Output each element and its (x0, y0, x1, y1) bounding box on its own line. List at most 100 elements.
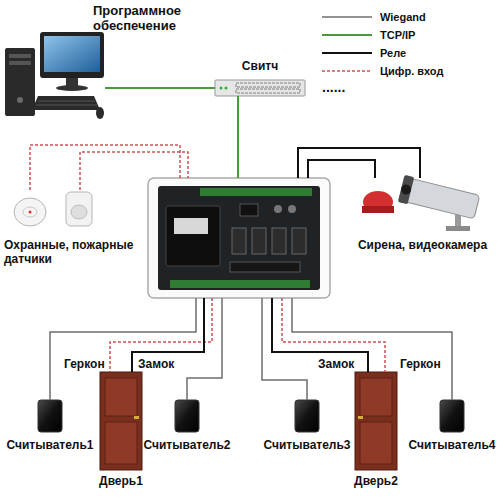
door-node: Дверь1 (100, 372, 142, 470)
node-label: Сирена, видеокамера (350, 238, 495, 252)
relay-wire (298, 148, 420, 178)
controller-illustration-part (274, 205, 282, 213)
switch-illustration-part (236, 83, 300, 87)
controller-illustration-part (158, 186, 320, 290)
siren-camera-node: Сирена, видеокамера (360, 178, 488, 234)
switch-node: Свитч (215, 80, 305, 96)
camera-body (398, 175, 480, 221)
switch-illustration-part (236, 89, 300, 93)
wire-label: Геркон (400, 357, 441, 371)
door-illustration-part (358, 416, 363, 419)
door-illustration-part (360, 422, 392, 464)
sensor-illustration-part (71, 205, 87, 219)
switch-illustration-part (225, 87, 228, 90)
digital-input-wire (282, 298, 385, 372)
computer-illustration-part (36, 105, 97, 106)
controller-node (148, 178, 330, 298)
legend-samples-part (322, 70, 372, 72)
computer-illustration-part (40, 32, 104, 78)
node-label: Свитч (215, 59, 305, 73)
relay-wire (308, 160, 375, 178)
relay-wire (132, 298, 204, 372)
controller-illustration-part (232, 228, 246, 254)
controller-illustration (148, 178, 330, 298)
node-label: Считыватель2 (132, 438, 242, 452)
reader-node: Считыватель3 (295, 400, 319, 432)
wiegand-wire (292, 298, 452, 400)
node-label: Дверь1 (71, 474, 171, 488)
wire-label: Геркон (64, 357, 105, 371)
sensor-illustration (14, 192, 92, 226)
door-illustration-part (134, 416, 139, 419)
node-label: Охранные, пожарные датчики (4, 238, 144, 266)
computer-illustration-part (17, 97, 23, 103)
controller-illustration-part (240, 204, 258, 216)
siren-camera-illustration-part (363, 191, 393, 213)
siren-camera-illustration-part (446, 226, 470, 231)
sensor-illustration-part (29, 211, 32, 214)
camera-body-part (400, 183, 412, 195)
door-node: Дверь2 (355, 372, 397, 470)
camera-body-part (402, 178, 480, 219)
computer-illustration-part (66, 78, 78, 86)
legend-text: Цифр. вход (380, 64, 443, 78)
tcpip-wire (105, 87, 215, 89)
computer-illustration-part (56, 85, 88, 91)
computer-illustration-part (32, 96, 100, 110)
legend-samples-part (322, 52, 372, 54)
door-illustration-part (355, 372, 397, 470)
controller-illustration-part (230, 262, 300, 272)
node-label: Считыватель3 (252, 438, 362, 452)
controller-illustration-part (200, 188, 312, 196)
computer-illustration-part (5, 48, 35, 116)
controller-illustration-part (252, 228, 266, 254)
continuation-dots: ...... (322, 80, 345, 94)
reader-node: Считыватель4 (440, 400, 464, 432)
legend-text: Wiegand (380, 10, 426, 24)
reader-illustration-part (295, 400, 319, 432)
wire-label: Замок (138, 357, 174, 371)
camera-body-part (398, 175, 414, 205)
digital-input-wire (110, 298, 212, 372)
reader-illustration-part (175, 400, 199, 432)
door-illustration-part (100, 372, 142, 470)
door-illustration-part (105, 378, 137, 416)
node-label: Считыватель4 (397, 438, 500, 452)
reader-illustration-part (38, 400, 62, 432)
computer-illustration (5, 32, 104, 119)
switch-illustration-part (220, 87, 223, 90)
reader-node: Считыватель1 (38, 400, 62, 432)
wire-label: Замок (318, 357, 354, 371)
reader-illustration-part (440, 400, 464, 432)
computer-node: Программное обеспечение (5, 30, 105, 120)
tcpip-wire (237, 96, 239, 178)
computer-illustration-part (9, 61, 31, 65)
switch-illustration (215, 80, 305, 96)
legend-samples-part (322, 34, 372, 36)
computer-illustration-part (96, 107, 104, 119)
door-illustration (100, 372, 397, 470)
wiegand-wire (50, 298, 196, 400)
siren-camera-illustration (362, 175, 480, 231)
controller-illustration-part (272, 228, 286, 254)
legend-samples-part (322, 16, 372, 18)
switch-illustration-part (215, 80, 305, 96)
wiegand-wire (187, 298, 222, 400)
controller-illustration-part (174, 218, 208, 234)
legend-text: Реле (380, 46, 406, 60)
sensor-illustration-part (14, 198, 46, 226)
computer-illustration-part (38, 101, 95, 102)
wiegand-wire (262, 298, 307, 400)
sensor-illustration-part (23, 207, 37, 217)
reader-node: Считыватель2 (175, 400, 199, 432)
sensor-illustration-part (66, 192, 92, 226)
computer-illustration-part (9, 54, 31, 58)
door-illustration-part (360, 378, 392, 416)
controller-illustration-part (166, 206, 220, 266)
controller-illustration-part (148, 178, 330, 298)
controller-illustration-part (288, 205, 296, 213)
legend-text: TCP/IP (380, 28, 415, 42)
node-label: Считыватель1 (0, 438, 105, 452)
relay-wire (272, 298, 368, 372)
